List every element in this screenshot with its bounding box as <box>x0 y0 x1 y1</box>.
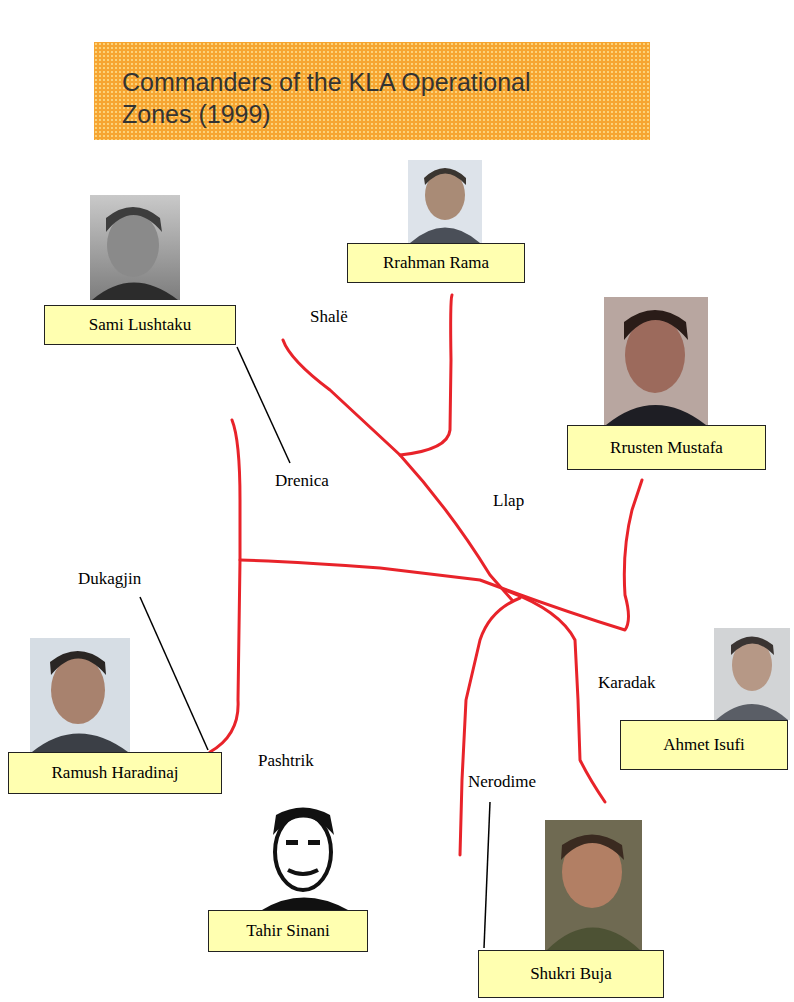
commander-name-box: Ramush Haradinaj <box>8 752 222 794</box>
commander-name: Rrahman Rama <box>383 253 489 273</box>
commander-name-box: Tahir Sinani <box>208 910 368 952</box>
portrait-photo <box>545 820 642 950</box>
portrait-photo <box>408 160 482 243</box>
commander-name: Shukri Buja <box>530 964 612 984</box>
commander-name: Ahmet Isufi <box>663 735 745 755</box>
zone-boundary <box>210 295 642 855</box>
commander-name-box: Ahmet Isufi <box>620 720 788 770</box>
zone-name: Llap <box>493 491 524 511</box>
zone-name: Pashtrik <box>258 751 314 771</box>
portrait-photo <box>604 297 708 425</box>
commander-name: Tahir Sinani <box>246 921 329 941</box>
leader-line <box>140 347 490 948</box>
portrait-sketch <box>255 803 355 910</box>
commander-name-box: Shukri Buja <box>478 950 664 998</box>
zone-name: Shalë <box>310 307 348 327</box>
title-band: Commanders of the KLA Operational Zones … <box>94 42 650 140</box>
commander-name: Rrusten Mustafa <box>610 438 723 458</box>
commander-name-box: Rrahman Rama <box>347 243 525 283</box>
commander-name: Sami Lushtaku <box>89 315 191 335</box>
portrait-photo <box>90 195 180 300</box>
commander-name-box: Rrusten Mustafa <box>567 425 766 470</box>
zone-name: Dukagjin <box>78 569 141 589</box>
portrait-photo <box>714 628 790 720</box>
zone-name: Drenica <box>275 471 329 491</box>
zone-name: Karadak <box>598 673 656 693</box>
portrait-photo <box>30 638 130 752</box>
commander-name: Ramush Haradinaj <box>52 763 179 783</box>
zone-name: Nerodime <box>468 772 536 792</box>
commander-name-box: Sami Lushtaku <box>44 305 236 345</box>
diagram-title: Commanders of the KLA Operational Zones … <box>122 66 602 130</box>
